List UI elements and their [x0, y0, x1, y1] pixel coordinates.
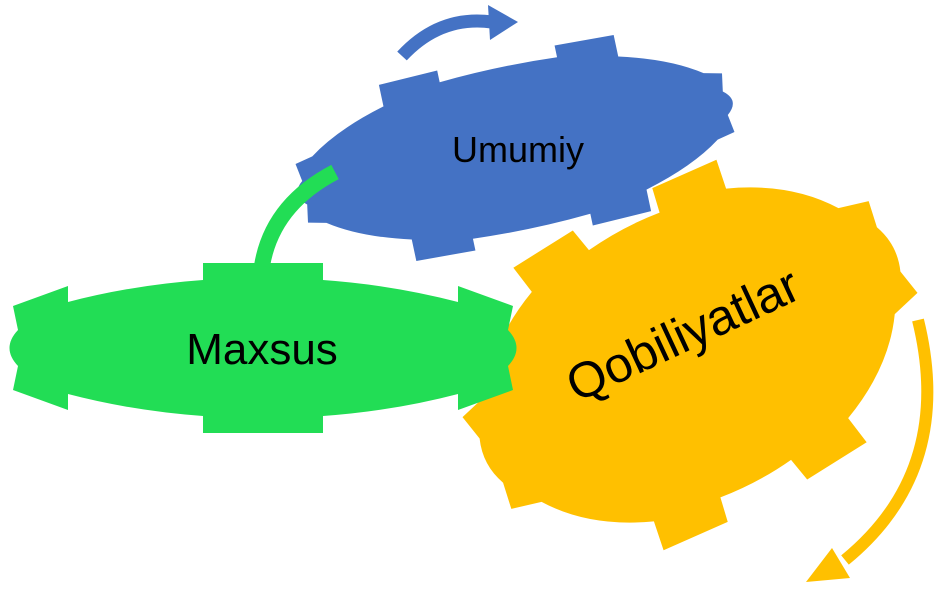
umumiy-arrow-head [488, 5, 518, 40]
gear-umumiy-body [295, 35, 735, 261]
gear-maxsus-body [9, 263, 517, 433]
umumiy-arrow-shaft [397, 14, 493, 61]
gear-maxsus-label: Maxsus [186, 325, 338, 374]
gear-umumiy [295, 35, 735, 261]
gear-qobiliyatlar-body [462, 159, 918, 551]
maxsus-arrow [254, 164, 339, 268]
qobiliyatlar-arrow-head [806, 548, 850, 582]
gear-qobiliyatlar [462, 159, 918, 551]
umumiy-arrow [397, 5, 518, 61]
qobiliyatlar-arrow [806, 318, 934, 582]
gear-umumiy-label: Umumiy [452, 129, 584, 170]
gear-maxsus [9, 263, 517, 433]
qobiliyatlar-arrow-shaft [841, 318, 934, 565]
